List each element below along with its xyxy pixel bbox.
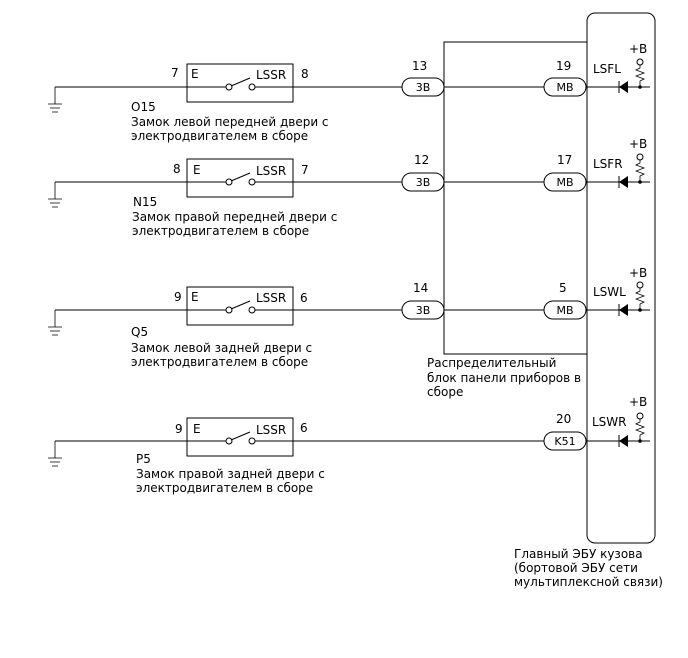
ground-icon xyxy=(48,310,62,336)
switch-pin-left: 9 xyxy=(175,422,183,436)
ecu-signal-label: LSWL xyxy=(593,285,626,299)
switch-pin-left: 8 xyxy=(173,162,181,176)
junction-block-label-3: сборе xyxy=(427,385,463,399)
ecu-connector-label: MB xyxy=(556,304,573,317)
switch-pin-left: 9 xyxy=(174,290,182,304)
diode-icon xyxy=(619,435,628,447)
door-lock-switch xyxy=(186,63,294,103)
switch-desc-1: Замок правой задней двери с xyxy=(136,467,325,481)
switch-terminal-lssr: LSSR xyxy=(256,291,286,305)
switch-terminal-e: E xyxy=(193,163,201,177)
junction-connector-label: 3B xyxy=(416,81,431,94)
junction-block-label-1: Распределительный xyxy=(427,356,556,370)
switch-id: P5 xyxy=(136,452,151,466)
switch-terminal-e: E xyxy=(191,67,199,81)
switch-terminal-lssr: LSSR xyxy=(256,164,286,178)
switch-desc-1: Замок левой задней двери с xyxy=(131,341,312,355)
switch-contact-icon xyxy=(230,300,251,310)
switch-desc-2: электродвигателем в сборе xyxy=(131,355,308,369)
supply-label: +B xyxy=(629,266,647,280)
supply-label: +B xyxy=(629,137,647,151)
door-lock-switch xyxy=(186,286,294,326)
switch-pin-right: 6 xyxy=(300,421,308,435)
switch-terminal-lssr: LSSR xyxy=(256,68,286,82)
junction-connector-label: 3B xyxy=(416,176,431,189)
switch-desc-1: Замок правой передней двери с xyxy=(132,210,337,224)
main-ecu-label-3: мультиплексной связи) xyxy=(514,575,663,589)
junction-block-box xyxy=(443,41,587,355)
switch-id: N15 xyxy=(133,195,157,209)
circuit-row-front-right: E LSSR 8 7 N15 Замок правой передней две… xyxy=(48,137,650,238)
switch-terminal-e: E xyxy=(191,290,199,304)
junction-connector-pin: 14 xyxy=(413,281,428,295)
switch-contact-icon xyxy=(230,77,251,87)
switch-contact-icon xyxy=(230,172,251,182)
switch-desc-2: электродвигателем в сборе xyxy=(131,129,308,143)
switch-pin-right: 7 xyxy=(301,163,309,177)
junction-connector-pin: 13 xyxy=(412,59,427,73)
ecu-signal-label: LSWR xyxy=(592,415,627,429)
main-ecu-label-2: (бортовой ЭБУ сети xyxy=(514,561,638,575)
supply-terminal-icon xyxy=(636,58,644,66)
junction-connector-label: 3B xyxy=(416,304,431,317)
resistor-icon xyxy=(634,419,646,441)
diode-icon xyxy=(619,304,628,316)
resistor-icon xyxy=(634,288,646,310)
switch-pin-right: 6 xyxy=(300,291,308,305)
ecu-signal-label: LSFL xyxy=(593,62,621,76)
supply-terminal-icon xyxy=(636,412,644,420)
diode-icon xyxy=(619,81,628,93)
diode-icon xyxy=(619,176,628,188)
switch-pin-left: 7 xyxy=(171,66,179,80)
ecu-connector-pin: 19 xyxy=(556,59,571,73)
supply-label: +B xyxy=(629,42,647,56)
supply-terminal-icon xyxy=(636,153,644,161)
resistor-icon xyxy=(634,160,646,182)
switch-terminal-e: E xyxy=(193,422,201,436)
main-ecu-label-1: Главный ЭБУ кузова xyxy=(514,547,643,561)
circuit-row-rear-right: E LSSR 9 6 P5 Замок правой задней двери … xyxy=(48,395,650,495)
ecu-connector-label: K51 xyxy=(554,435,575,448)
switch-desc-2: электродвигателем в сборе xyxy=(136,481,313,495)
supply-label: +B xyxy=(629,395,647,409)
circuit-row-front-left: E LSSR 7 8 O15 Замок левой передней двер… xyxy=(48,42,650,143)
ecu-connector-label: MB xyxy=(556,81,573,94)
switch-pin-right: 8 xyxy=(301,67,309,81)
door-lock-switch xyxy=(186,158,294,198)
switch-id: O15 xyxy=(131,100,156,114)
ecu-connector-pin: 17 xyxy=(557,153,572,167)
junction-block-label-2: блок панели приборов в xyxy=(427,371,581,385)
ground-icon xyxy=(48,182,62,208)
ecu-connector-label: MB xyxy=(556,176,573,189)
switch-desc-1: Замок левой передней двери с xyxy=(131,115,329,129)
supply-terminal-icon xyxy=(636,281,644,289)
switch-desc-2: электродвигателем в сборе xyxy=(132,224,309,238)
ecu-connector-pin: 20 xyxy=(556,412,571,426)
junction-connector-pin: 12 xyxy=(414,153,429,167)
ecu-signal-label: LSFR xyxy=(593,157,623,171)
ecu-connector-pin: 5 xyxy=(559,281,567,295)
switch-contact-icon xyxy=(230,431,251,441)
main-ecu-box xyxy=(586,12,656,544)
switch-terminal-lssr: LSSR xyxy=(256,423,286,437)
door-lock-switch xyxy=(186,417,294,457)
ground-icon xyxy=(48,441,62,467)
ground-icon xyxy=(48,87,62,113)
switch-id: Q5 xyxy=(131,325,148,339)
circuit-row-rear-left: E LSSR 9 6 Q5 Замок левой задней двери с… xyxy=(48,266,650,369)
resistor-icon xyxy=(634,65,646,87)
